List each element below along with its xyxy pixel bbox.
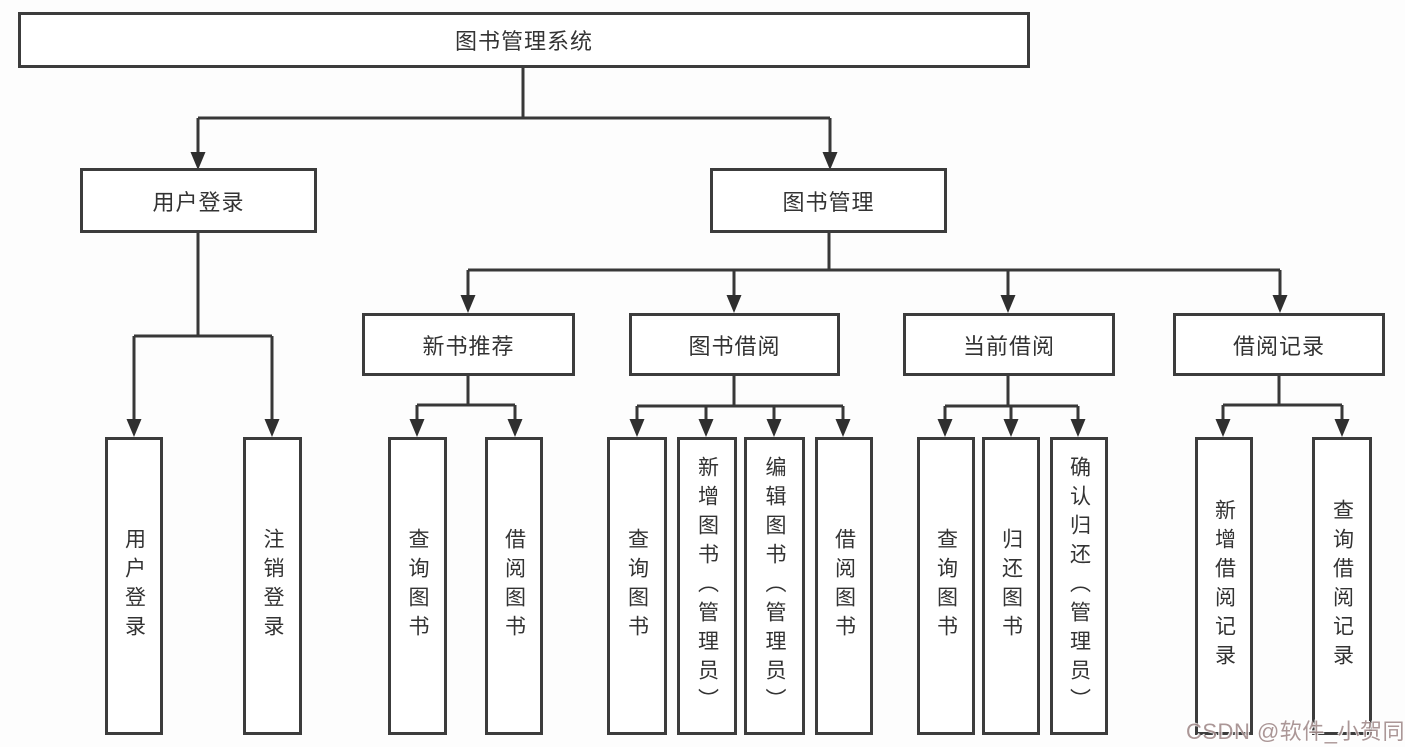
leaf-user-login: 用户登录 <box>105 437 163 735</box>
leaf-label: 编辑图书（管理员） <box>763 455 786 717</box>
node-current-borrowing: 当前借阅 <box>903 313 1115 376</box>
node-library-management-system: 图书管理系统 <box>18 12 1030 68</box>
leaf-query-borrow-record: 查询借阅记录 <box>1312 437 1372 735</box>
node-book-management: 图书管理 <box>710 168 947 233</box>
leaf-label: 确认归还（管理员） <box>1067 455 1091 717</box>
leaf-query-books-recommend: 查询图书 <box>388 437 447 735</box>
leaf-query-books: 查询图书 <box>607 437 667 735</box>
node-user-login: 用户登录 <box>80 168 317 233</box>
leaf-label: 查询图书 <box>406 528 429 644</box>
leaf-return-books: 归还图书 <box>982 437 1040 735</box>
leaf-borrow-books: 借阅图书 <box>815 437 873 735</box>
leaf-query-books-current: 查询图书 <box>917 437 975 735</box>
leaf-label: 查询图书 <box>625 528 649 644</box>
csdn-watermark: CSDN @软件_小贺同学 <box>1186 719 1405 744</box>
leaf-label: 借阅图书 <box>502 528 526 644</box>
leaf-label: 新增图书（管理员） <box>695 455 719 717</box>
arrowheads <box>126 152 1350 437</box>
leaf-label: 查询图书 <box>934 528 958 644</box>
leaf-label: 借阅图书 <box>832 528 856 644</box>
node-new-book-recommendation: 新书推荐 <box>362 313 575 376</box>
leaf-logout: 注销登录 <box>243 437 302 735</box>
leaf-label: 用户登录 <box>122 528 146 644</box>
leaf-label: 查询借阅记录 <box>1330 499 1354 673</box>
leaf-borrow-books-recommend: 借阅图书 <box>485 437 543 735</box>
leaf-confirm-return-admin: 确认归还（管理员） <box>1050 437 1108 735</box>
leaf-label: 注销登录 <box>261 528 284 644</box>
leaf-add-borrow-record: 新增借阅记录 <box>1195 437 1253 735</box>
node-borrowing-records: 借阅记录 <box>1173 313 1385 376</box>
leaf-edit-books-admin: 编辑图书（管理员） <box>744 437 805 735</box>
leaf-add-books-admin: 新增图书（管理员） <box>677 437 737 735</box>
node-book-borrowing: 图书借阅 <box>629 313 840 376</box>
leaf-label: 归还图书 <box>999 528 1023 644</box>
leaf-label: 新增借阅记录 <box>1212 499 1236 673</box>
